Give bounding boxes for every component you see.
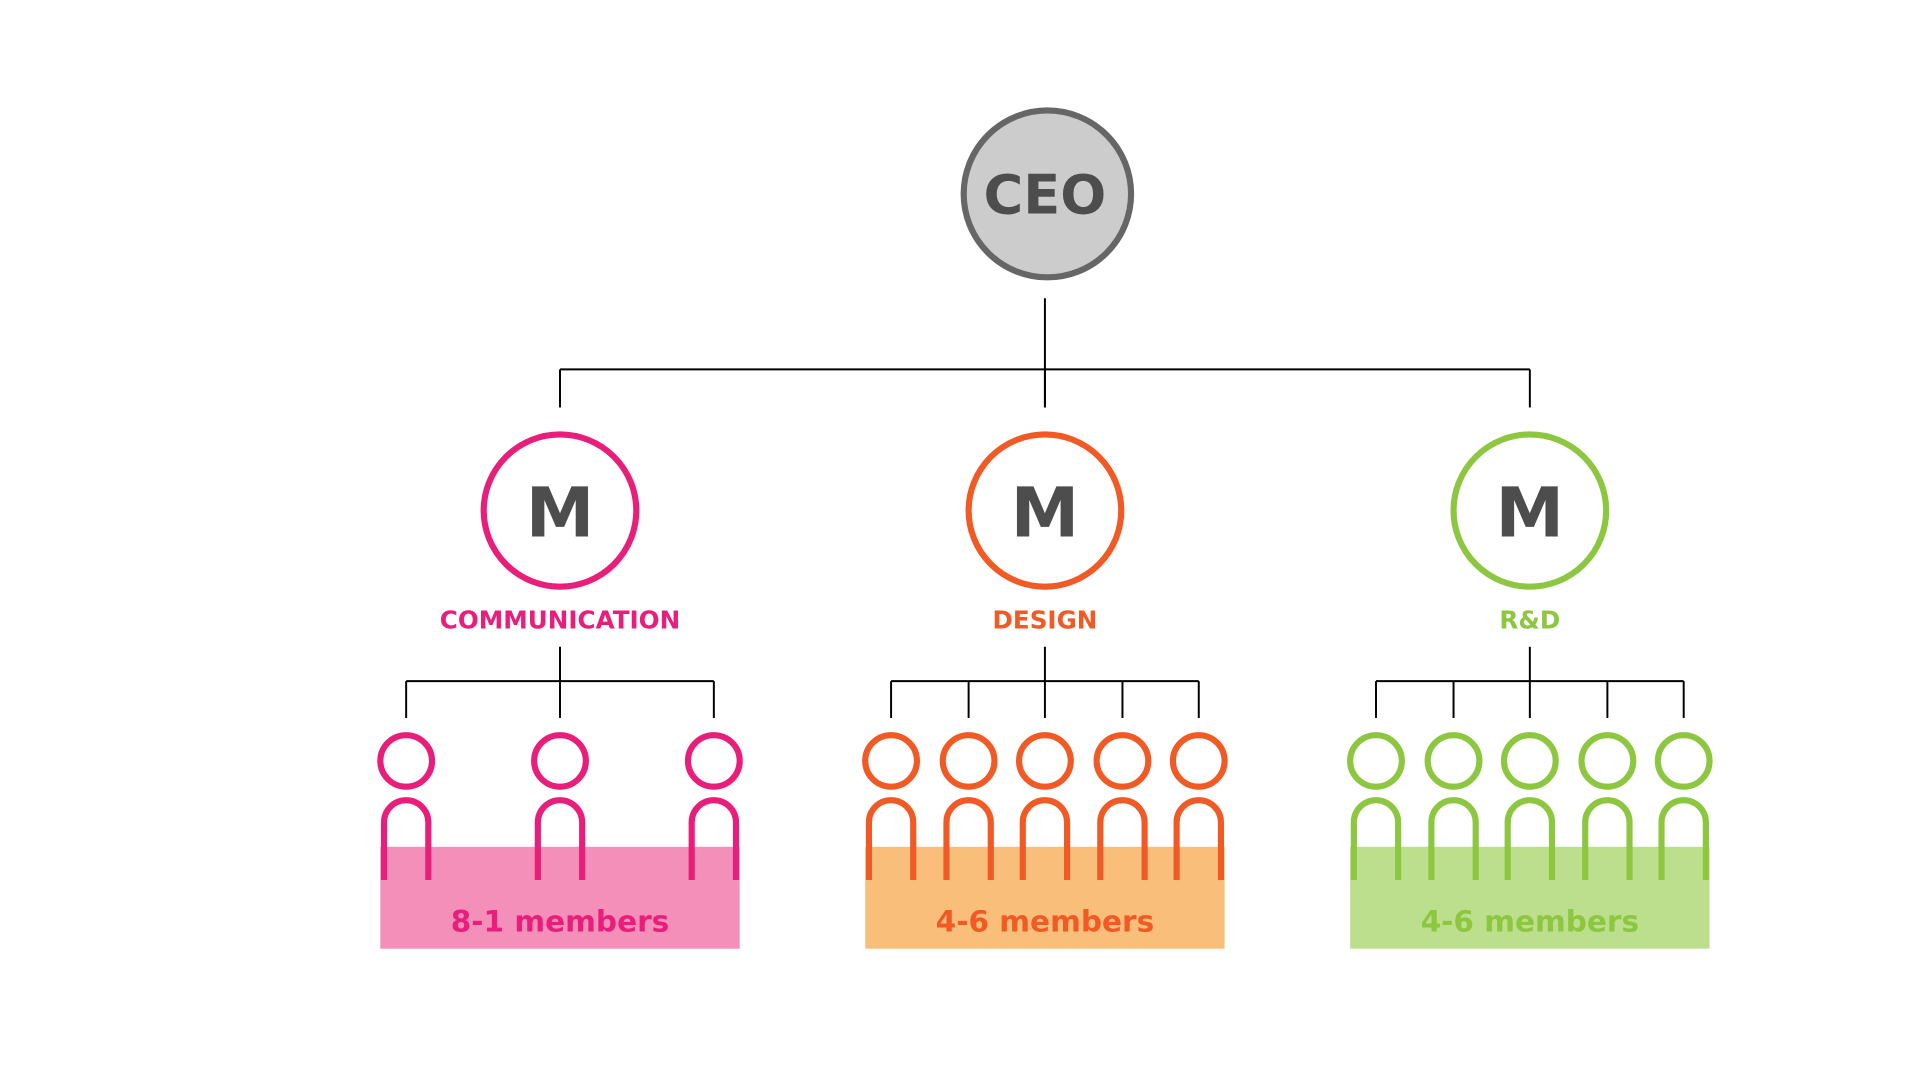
manager-label: M xyxy=(1011,473,1080,553)
person-icon xyxy=(1093,732,1152,880)
person-body xyxy=(1097,797,1148,880)
members-count-label: 4-6 members xyxy=(1421,905,1639,939)
person-icon xyxy=(684,732,743,880)
person-body xyxy=(380,797,432,880)
department-name: COMMUNICATION xyxy=(440,605,680,634)
person-body xyxy=(1019,797,1071,880)
ceo-node: CEO xyxy=(960,107,1135,281)
team-connectors xyxy=(405,646,715,718)
members-box xyxy=(1350,846,1710,949)
person-head xyxy=(531,732,589,790)
person-head xyxy=(1093,732,1152,790)
person-head xyxy=(1578,732,1637,790)
person-icon xyxy=(1347,732,1405,880)
person-body xyxy=(1504,797,1556,880)
manager-circle xyxy=(965,431,1125,590)
person-head xyxy=(684,732,743,790)
department-name: DESIGN xyxy=(992,605,1097,634)
person-head xyxy=(1500,732,1559,790)
person-body xyxy=(1658,797,1709,880)
person-icon xyxy=(1169,732,1228,880)
person-icon xyxy=(1654,732,1713,880)
department-2: M R&D 4-6 members xyxy=(1347,431,1713,949)
person-icon xyxy=(531,732,589,880)
person-body xyxy=(1582,797,1633,880)
manager-label: M xyxy=(1496,473,1565,553)
team-connectors xyxy=(1375,646,1685,718)
members-count-label: 4-6 members xyxy=(936,905,1154,939)
person-icon xyxy=(1500,732,1559,880)
ceo-circle xyxy=(960,107,1135,281)
person-body xyxy=(943,797,994,880)
person-head xyxy=(1016,732,1074,790)
manager-circle xyxy=(480,431,640,590)
person-body xyxy=(1428,797,1479,880)
person-icon xyxy=(862,732,920,880)
person-head xyxy=(939,732,998,790)
person-head xyxy=(862,732,920,790)
departments: M COMMUNICATION 8-1 members M DESIGN 4-6 memb… xyxy=(377,431,1713,949)
person-head xyxy=(1424,732,1483,790)
person-icon xyxy=(1424,732,1483,880)
ceo-label: CEO xyxy=(984,164,1107,227)
members-box xyxy=(865,846,1225,949)
department-1: M DESIGN 4-6 members xyxy=(862,431,1228,949)
person-body xyxy=(1173,797,1224,880)
person-icon xyxy=(939,732,998,880)
person-icon xyxy=(1016,732,1074,880)
department-0: M COMMUNICATION 8-1 members xyxy=(377,431,743,949)
manager-label: M xyxy=(526,473,595,553)
connector-lines xyxy=(559,298,1531,408)
person-head xyxy=(1654,732,1713,790)
person-head xyxy=(377,732,436,790)
person-body xyxy=(688,797,740,880)
person-body xyxy=(865,797,917,880)
person-head xyxy=(1347,732,1405,790)
person-head xyxy=(1169,732,1228,790)
person-icon xyxy=(1578,732,1637,880)
manager-circle xyxy=(1450,431,1610,590)
department-name: R&D xyxy=(1499,605,1560,634)
person-icon xyxy=(377,732,436,880)
person-body xyxy=(534,797,586,880)
person-body xyxy=(1350,797,1402,880)
team-connectors xyxy=(890,646,1200,718)
members-box xyxy=(380,846,740,949)
members-count-label: 8-1 members xyxy=(451,905,669,939)
